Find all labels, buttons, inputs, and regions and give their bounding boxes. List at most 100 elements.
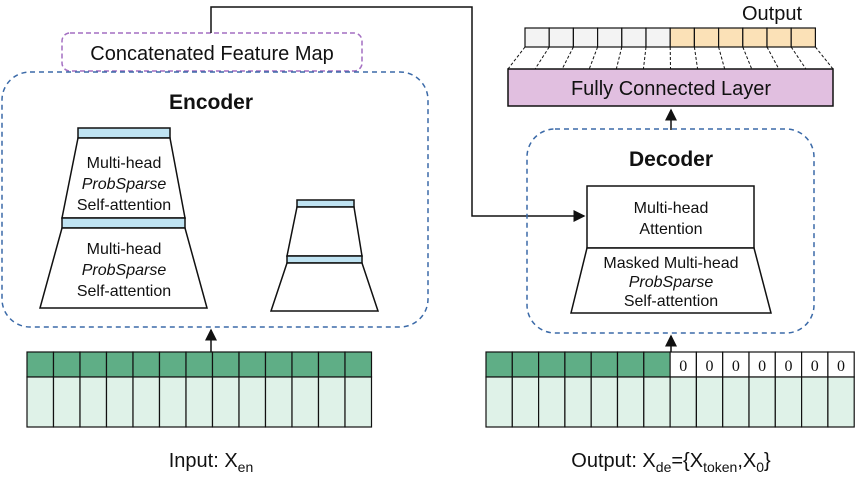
zero-value: 0 xyxy=(837,358,845,375)
decoder-token-cell xyxy=(537,351,566,378)
output-top-label: Output xyxy=(742,3,802,25)
projection-line xyxy=(561,46,574,70)
projection-line xyxy=(507,46,526,70)
decoder-token-cell xyxy=(485,351,513,378)
input-top-cell xyxy=(105,351,134,378)
concatenated-feature-map: Concatenated Feature Map xyxy=(61,32,363,72)
output-prediction-cell xyxy=(693,27,720,48)
zero-value: 0 xyxy=(706,358,714,375)
mh-label: Multi-head xyxy=(87,241,162,258)
decoder-bottom-cell xyxy=(590,376,619,428)
input-bottom-cell xyxy=(291,376,320,428)
decoder-zero-cell xyxy=(827,351,855,378)
projection-line xyxy=(588,46,599,70)
decoder-token-cell xyxy=(616,351,645,378)
decoder-token-cell xyxy=(643,351,671,378)
input-top-cell xyxy=(211,351,240,378)
self-attention-label: Self-attention xyxy=(77,283,171,300)
input-bottom-cell xyxy=(185,376,214,428)
input-top-cell xyxy=(158,351,187,378)
encoder-stack-small xyxy=(269,199,380,312)
self-attention-label: Self-attention xyxy=(77,197,171,214)
projection-lines xyxy=(507,46,834,70)
decoder-bottom-cell xyxy=(485,376,513,428)
projection-line xyxy=(642,46,647,70)
encoder-container xyxy=(1,71,429,328)
input-top-cell xyxy=(238,351,267,378)
input-bottom-cell xyxy=(211,376,240,428)
input-top-cell xyxy=(317,351,346,378)
mh-label: Multi-head xyxy=(634,200,709,217)
input-top-cell xyxy=(344,351,373,378)
input-bottom-cell xyxy=(79,376,108,428)
decoder-blocks: Multi-head Attention Masked Multi-head P… xyxy=(570,185,772,314)
decoder-bottom-cell xyxy=(827,376,855,428)
layer-bar-top xyxy=(77,127,171,139)
decoder-zero-cell xyxy=(695,351,724,378)
input-top-cell xyxy=(132,351,161,378)
decoder-attention-block xyxy=(586,185,755,249)
input-bottom-cell xyxy=(317,376,346,428)
encoder-stack-main: Multi-head ProbSparse Self-attention Mul… xyxy=(39,127,208,309)
decoder-bottom-cell xyxy=(748,376,776,428)
decoder-bottom-cell xyxy=(616,376,645,428)
projection-line xyxy=(766,46,780,70)
decoder-bottom-cell xyxy=(722,376,750,428)
self-attention-label: Self-attention xyxy=(624,293,718,310)
decoder-bottom-cell xyxy=(511,376,540,428)
output-prediction-cell xyxy=(717,27,744,48)
attention-block-lower xyxy=(39,227,208,309)
fully-connected-layer: Fully Connected Layer xyxy=(507,68,834,107)
decoder-bottom-cell xyxy=(564,376,592,428)
output-prediction-cell xyxy=(790,27,817,48)
input-top-cell xyxy=(26,351,55,378)
attention-label: Attention xyxy=(639,221,702,238)
output-prediction-cell xyxy=(766,27,792,48)
input-bottom-cell xyxy=(105,376,134,428)
zero-value: 0 xyxy=(811,358,819,375)
projection-line xyxy=(534,46,550,70)
output-history-cell xyxy=(524,27,550,48)
small-block-lower xyxy=(269,262,380,312)
probsparse-label: ProbSparse xyxy=(82,176,167,193)
decoder-bottom-cell xyxy=(800,376,829,428)
decoder-zero-cell xyxy=(722,351,750,378)
encoder-title: Encoder xyxy=(169,91,253,114)
input-top-cell xyxy=(264,351,293,378)
output-row xyxy=(524,27,817,48)
output-prediction-cell xyxy=(669,27,696,48)
input-top-cell xyxy=(185,351,214,378)
decoder-bottom-cell xyxy=(643,376,671,428)
projection-line xyxy=(790,46,807,70)
input-caption: Input: Xen xyxy=(169,450,254,475)
decoder-bottom-cell xyxy=(537,376,566,428)
decoder-title: Decoder xyxy=(629,148,713,171)
projection-line xyxy=(615,46,623,70)
input-bottom-cell xyxy=(158,376,187,428)
projection-line xyxy=(718,46,726,70)
concat-map-label: Concatenated Feature Map xyxy=(90,43,334,65)
zero-value: 0 xyxy=(784,358,792,375)
decoder-bottom-cell xyxy=(695,376,724,428)
input-top-cell xyxy=(291,351,320,378)
fc-label: Fully Connected Layer xyxy=(571,78,771,100)
output-history-cell xyxy=(621,27,647,48)
output-prediction-cell xyxy=(742,27,768,48)
input-top-cell xyxy=(52,351,81,378)
encoder-to-decoder-connection xyxy=(210,6,586,222)
small-layer-bar-top xyxy=(296,199,355,208)
output-history-cell xyxy=(596,27,623,48)
probsparse-label: ProbSparse xyxy=(629,274,714,291)
input-bottom-cell xyxy=(132,376,161,428)
masked-attention-block xyxy=(570,247,772,314)
input-bottom-cell xyxy=(52,376,81,428)
layer-bar-middle xyxy=(61,217,186,229)
decoder-token-cell xyxy=(590,351,619,378)
probsparse-label: ProbSparse xyxy=(82,262,167,279)
output-caption: Output: Xde={Xtoken,X0} xyxy=(571,450,771,475)
decoder-bottom-cell xyxy=(774,376,803,428)
small-block-upper xyxy=(286,206,363,257)
encoder-input-grid xyxy=(26,351,373,428)
